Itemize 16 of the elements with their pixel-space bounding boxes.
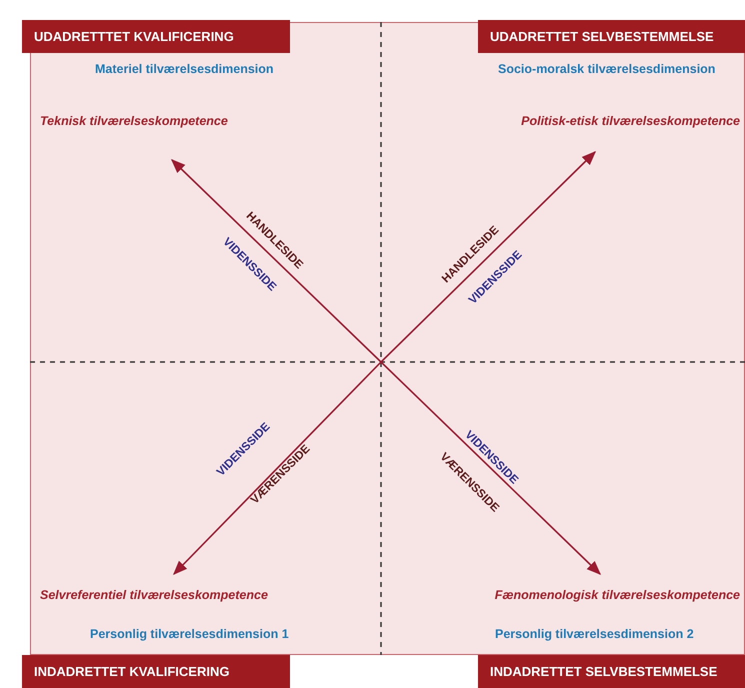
arrow [380,151,596,363]
header-tab: INDADRETTET SELVBESTEMMELSE [478,655,745,688]
competence-label: Politisk-etisk tilværelseskompetence [520,113,740,130]
dimension-label: Socio-moralsk tilværelsesdimension [498,61,716,78]
arrow [380,361,602,575]
dimension-label: Personlig tilværelsesdimension 2 [495,626,695,643]
dimension-label: Materiel tilværelsesdimension [95,61,275,78]
header-tab: UDADRETTET SELVBESTEMMELSE [478,20,745,53]
arrow [170,159,382,363]
header-tab: INDADRETTET KVALIFICERING [22,655,290,688]
competence-label: Teknisk tilværelseskompetence [40,113,229,130]
competence-label: Fænomenologisk tilværelseskompetence [494,587,740,604]
dimension-label: Personlig tilværelsesdimension 1 [90,626,290,643]
competence-label: Selvreferentiel tilværelseskompetence [40,587,269,604]
arrow [173,361,382,576]
header-tab: UDADRETTTET KVALIFICERING [22,20,290,53]
